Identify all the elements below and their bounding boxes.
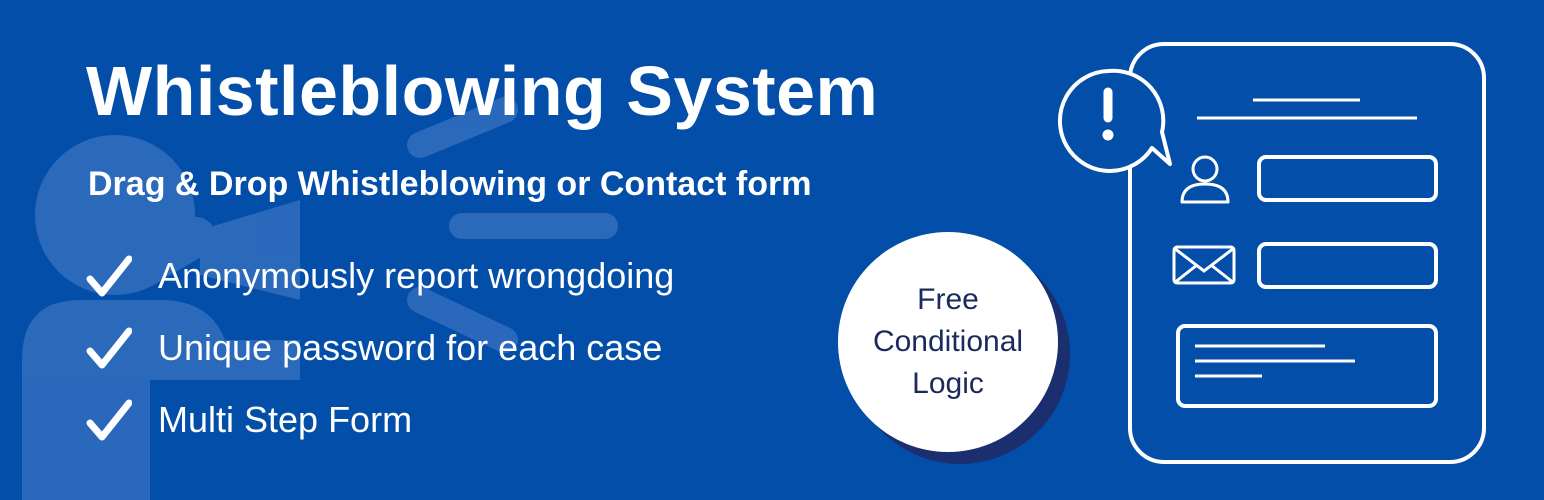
feature-item: Anonymously report wrongdoing [86,240,674,312]
feature-item: Multi Step Form [86,384,674,456]
check-icon [86,399,132,441]
feature-item: Unique password for each case [86,312,674,384]
form-heading-lines [1197,98,1417,120]
form-frame [1128,42,1486,464]
form-illustration [1057,42,1486,464]
sound-waves [407,97,618,353]
exclamation-icon [1057,68,1172,173]
page-title: Whistleblowing System [86,52,879,130]
feature-list: Anonymously report wrongdoing Unique pas… [86,240,674,456]
message-field [1176,324,1438,408]
feature-text: Multi Step Form [158,399,413,440]
message-lines [1195,344,1355,378]
check-icon [86,255,132,297]
user-icon [1180,155,1230,204]
feature-text: Unique password for each case [158,327,663,368]
badge-line: Conditional [872,325,1024,358]
feature-text: Anonymously report wrongdoing [158,255,675,296]
badge-line: Logic [912,367,984,400]
page-subtitle: Drag & Drop Whistleblowing or Contact fo… [88,165,812,203]
badge-line: Free [917,283,979,316]
name-field [1257,155,1438,202]
free-conditional-logic-badge: Free Conditional Logic [838,232,1058,452]
envelope-icon [1172,245,1236,285]
email-field [1257,242,1438,289]
check-icon [86,327,132,369]
